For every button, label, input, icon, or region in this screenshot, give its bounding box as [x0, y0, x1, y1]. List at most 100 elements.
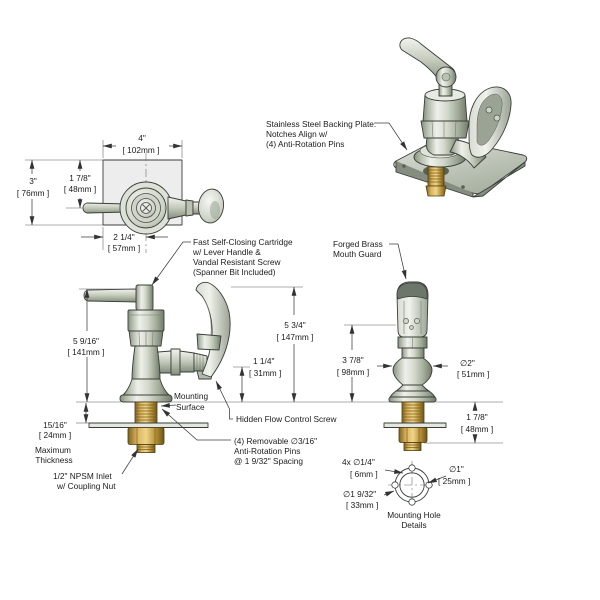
body-bulge [392, 357, 433, 386]
svg-text:∅1 9/32": ∅1 9/32" [343, 489, 376, 499]
label-flow-control: Hidden Flow Control Screw [215, 380, 338, 424]
isometric-view [393, 37, 528, 198]
svg-text:1 7/8": 1 7/8" [69, 173, 90, 183]
label-bolt-circle: ∅1 9/32" [ 33mm ] [343, 489, 395, 510]
svg-text:w/ Coupling Nut: w/ Coupling Nut [56, 481, 116, 491]
svg-text:Mounting: Mounting [174, 391, 209, 401]
svg-text:Surface: Surface [176, 402, 205, 412]
svg-text:[ 24mm ]: [ 24mm ] [39, 430, 71, 440]
svg-text:[ 102mm ]: [ 102mm ] [123, 145, 160, 155]
svg-text:[ 6mm ]: [ 6mm ] [350, 469, 378, 479]
pin-hole [408, 464, 416, 472]
svg-text:Fast Self-Closing Cartridge: Fast Self-Closing Cartridge [193, 237, 293, 247]
svg-text:Mounting Hole: Mounting Hole [387, 510, 441, 520]
guard-clamp [196, 333, 222, 351]
inlet-shank-side [383, 401, 447, 451]
label-backing-plate: Stainless Steel Backing Plate. Notches A… [266, 119, 408, 151]
dimension-shank-length: 1 7/8" [ 48mm ] [424, 401, 503, 444]
svg-text:5 9/16": 5 9/16" [73, 336, 99, 346]
body-column [131, 345, 161, 380]
svg-text:Anti-Rotation Pins: Anti-Rotation Pins [234, 446, 300, 456]
dimension-guard-height: 3 7/8" [ 98mm ] [337, 324, 396, 403]
top-view [66, 153, 225, 253]
pin-hole [391, 481, 399, 489]
svg-text:(Spanner Bit Included): (Spanner Bit Included) [193, 267, 276, 277]
svg-text:∅2": ∅2" [460, 358, 475, 368]
label-mounting-surface: Mounting Surface [160, 391, 209, 412]
label-inlet: 1/2" NPSM Inlet w/ Coupling Nut [53, 448, 139, 491]
svg-text:4": 4" [138, 133, 146, 143]
svg-text:[ 57mm ]: [ 57mm ] [108, 243, 140, 253]
svg-text:1/2" NPSM Inlet: 1/2" NPSM Inlet [53, 471, 112, 481]
svg-text:4x ∅1/4": 4x ∅1/4" [342, 457, 375, 467]
svg-text:∅1": ∅1" [449, 464, 464, 474]
svg-text:Details: Details [401, 520, 426, 530]
lever-handle-front [83, 288, 138, 303]
svg-text:Mouth Guard: Mouth Guard [333, 249, 382, 259]
svg-text:Stainless Steel Backing Plate.: Stainless Steel Backing Plate. [266, 119, 376, 129]
shank-3d [425, 163, 447, 197]
label-mouth-guard: Forged Brass Mouth Guard [333, 239, 407, 280]
dimension-plate-width: 4" [ 102mm ] [102, 133, 183, 158]
dimension-outlet-height: 1 1/4" [ 31mm ] [233, 356, 281, 403]
dimension-body-diameter: ∅2" [ 51mm ] [377, 358, 489, 379]
washer-plate [88, 422, 209, 428]
side-view [383, 281, 447, 451]
svg-text:[ 25mm ]: [ 25mm ] [438, 476, 470, 486]
svg-text:3 7/8": 3 7/8" [342, 355, 363, 365]
svg-text:3": 3" [29, 176, 37, 186]
base-bell [122, 378, 170, 396]
svg-text:[ 48mm ]: [ 48mm ] [64, 184, 96, 194]
svg-text:[ 147mm ]: [ 147mm ] [277, 332, 314, 342]
coupling-nut [127, 427, 165, 445]
label-anti-rotation-pins: (4) Removable ∅3/16" Anti-Rotation Pins … [161, 408, 317, 466]
base-disc [119, 394, 173, 403]
label-center-hole: ∅1" [ 25mm ] [427, 464, 470, 486]
dimension-overall-height: 5 9/16" [ 141mm ] [68, 288, 136, 403]
dimension-bubbler-height: 5 3/4" [ 147mm ] [231, 286, 314, 403]
coupling-nut-side [398, 427, 428, 443]
center-hole [399, 472, 425, 498]
svg-text:2 1/4": 2 1/4" [113, 232, 134, 242]
label-pin-holes: 4x ∅1/4" [ 6mm ] [342, 457, 404, 479]
svg-text:Notches Align w/: Notches Align w/ [266, 129, 328, 139]
front-view [83, 281, 231, 453]
svg-text:[ 141mm ]: [ 141mm ] [68, 347, 105, 357]
svg-text:@ 1 9/32" Spacing: @ 1 9/32" Spacing [234, 456, 303, 466]
dimension-handle-offset: 1 7/8" [ 48mm ] [25, 159, 103, 209]
plate-notch [402, 164, 406, 168]
neck [401, 347, 425, 359]
plate-notch [461, 185, 465, 189]
dimension-handle-center: 2 1/4" [ 57mm ] [81, 227, 168, 253]
svg-text:Forged Brass: Forged Brass [333, 239, 383, 249]
svg-text:Maximum: Maximum [35, 445, 71, 455]
svg-text:1 7/8": 1 7/8" [466, 412, 487, 422]
svg-text:[ 31mm ]: [ 31mm ] [249, 368, 281, 378]
spout-cone-top [167, 196, 187, 220]
mounting-hole-detail [388, 461, 436, 509]
svg-text:[ 98mm ]: [ 98mm ] [337, 367, 369, 377]
bonnet [127, 309, 165, 332]
pin-hole [408, 498, 416, 506]
svg-text:Hidden Flow Control Screw: Hidden Flow Control Screw [236, 414, 338, 424]
label-hole-details: Mounting Hole Details [387, 510, 441, 530]
svg-text:1 1/4": 1 1/4" [253, 356, 274, 366]
svg-text:Thickness: Thickness [35, 455, 72, 465]
svg-text:w/ Lever Handle &: w/ Lever Handle & [192, 247, 261, 257]
arm-3d [449, 139, 487, 169]
svg-text:15/16": 15/16" [43, 420, 67, 430]
svg-text:(4) Removable ∅3/16": (4) Removable ∅3/16" [234, 436, 317, 446]
svg-text:5 3/4": 5 3/4" [284, 320, 305, 330]
dimension-plate-height: 3" [ 76mm ] [17, 159, 103, 226]
svg-text:(4) Anti-Rotation Pins: (4) Anti-Rotation Pins [266, 139, 344, 149]
svg-text:[ 48mm ]: [ 48mm ] [461, 424, 493, 434]
hex-collar-3d [420, 120, 470, 139]
handle-stem [135, 284, 154, 311]
svg-text:[ 51mm ]: [ 51mm ] [457, 369, 489, 379]
svg-text:[ 76mm ]: [ 76mm ] [17, 188, 49, 198]
svg-text:[ 33mm ]: [ 33mm ] [346, 500, 378, 510]
dimension-max-thickness: 15/16" [ 24mm ] Maximum Thickness [35, 402, 89, 465]
inlet-shank [88, 401, 209, 453]
